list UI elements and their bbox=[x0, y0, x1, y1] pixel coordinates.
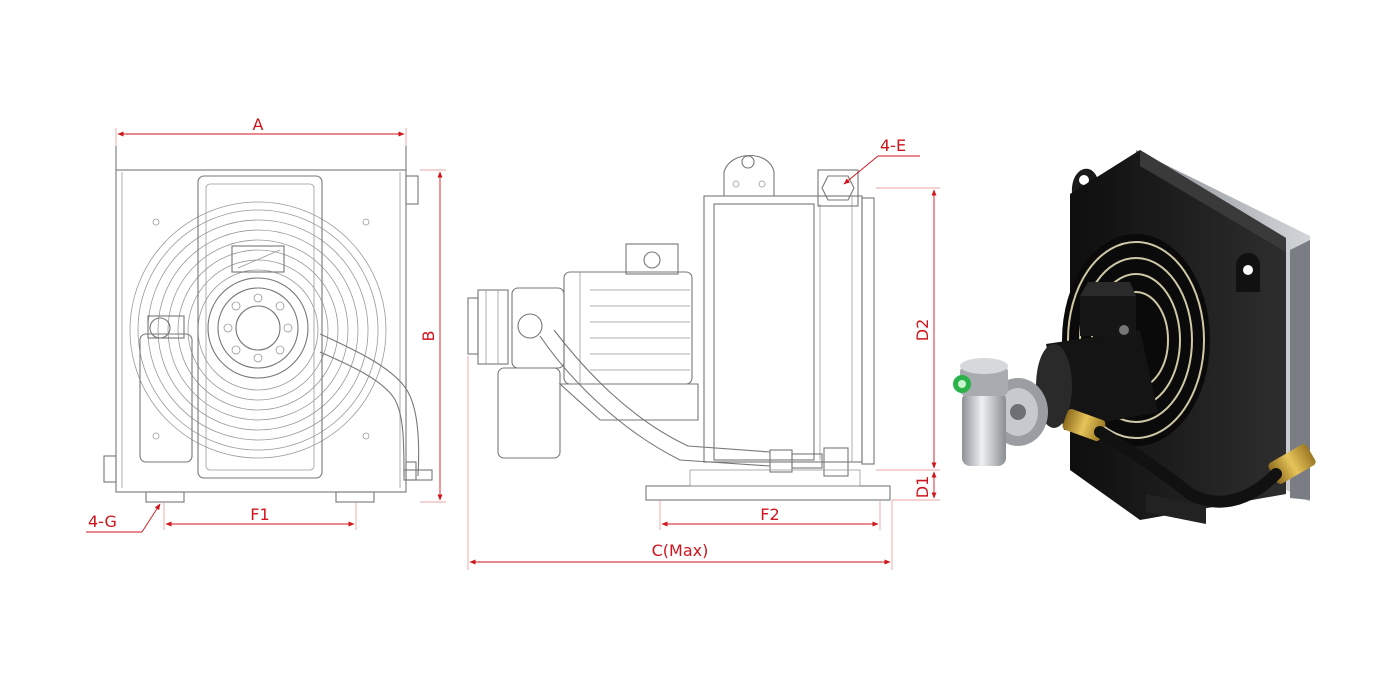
dim-label-a: A bbox=[253, 115, 264, 134]
dim-label-d2: D2 bbox=[913, 319, 932, 342]
dim-label-g: 4-G bbox=[88, 512, 117, 531]
pump-flange bbox=[207, 277, 309, 379]
side-view: 4-E D2 D1 F2 C(Max) bbox=[467, 136, 940, 570]
dim-label-e: 4-E bbox=[880, 136, 906, 155]
dim-label-d1: D1 bbox=[913, 476, 932, 499]
dim-label-f2: F2 bbox=[760, 505, 779, 524]
dim-label-c: C(Max) bbox=[652, 541, 709, 560]
dim-label-f1: F1 bbox=[250, 505, 269, 524]
motor-side bbox=[563, 243, 693, 385]
product-render bbox=[953, 150, 1316, 524]
fan-guard bbox=[129, 201, 387, 459]
dim-label-b: B bbox=[419, 331, 438, 342]
front-view: A B F1 4-G bbox=[86, 115, 446, 533]
filter-render bbox=[953, 358, 1008, 466]
